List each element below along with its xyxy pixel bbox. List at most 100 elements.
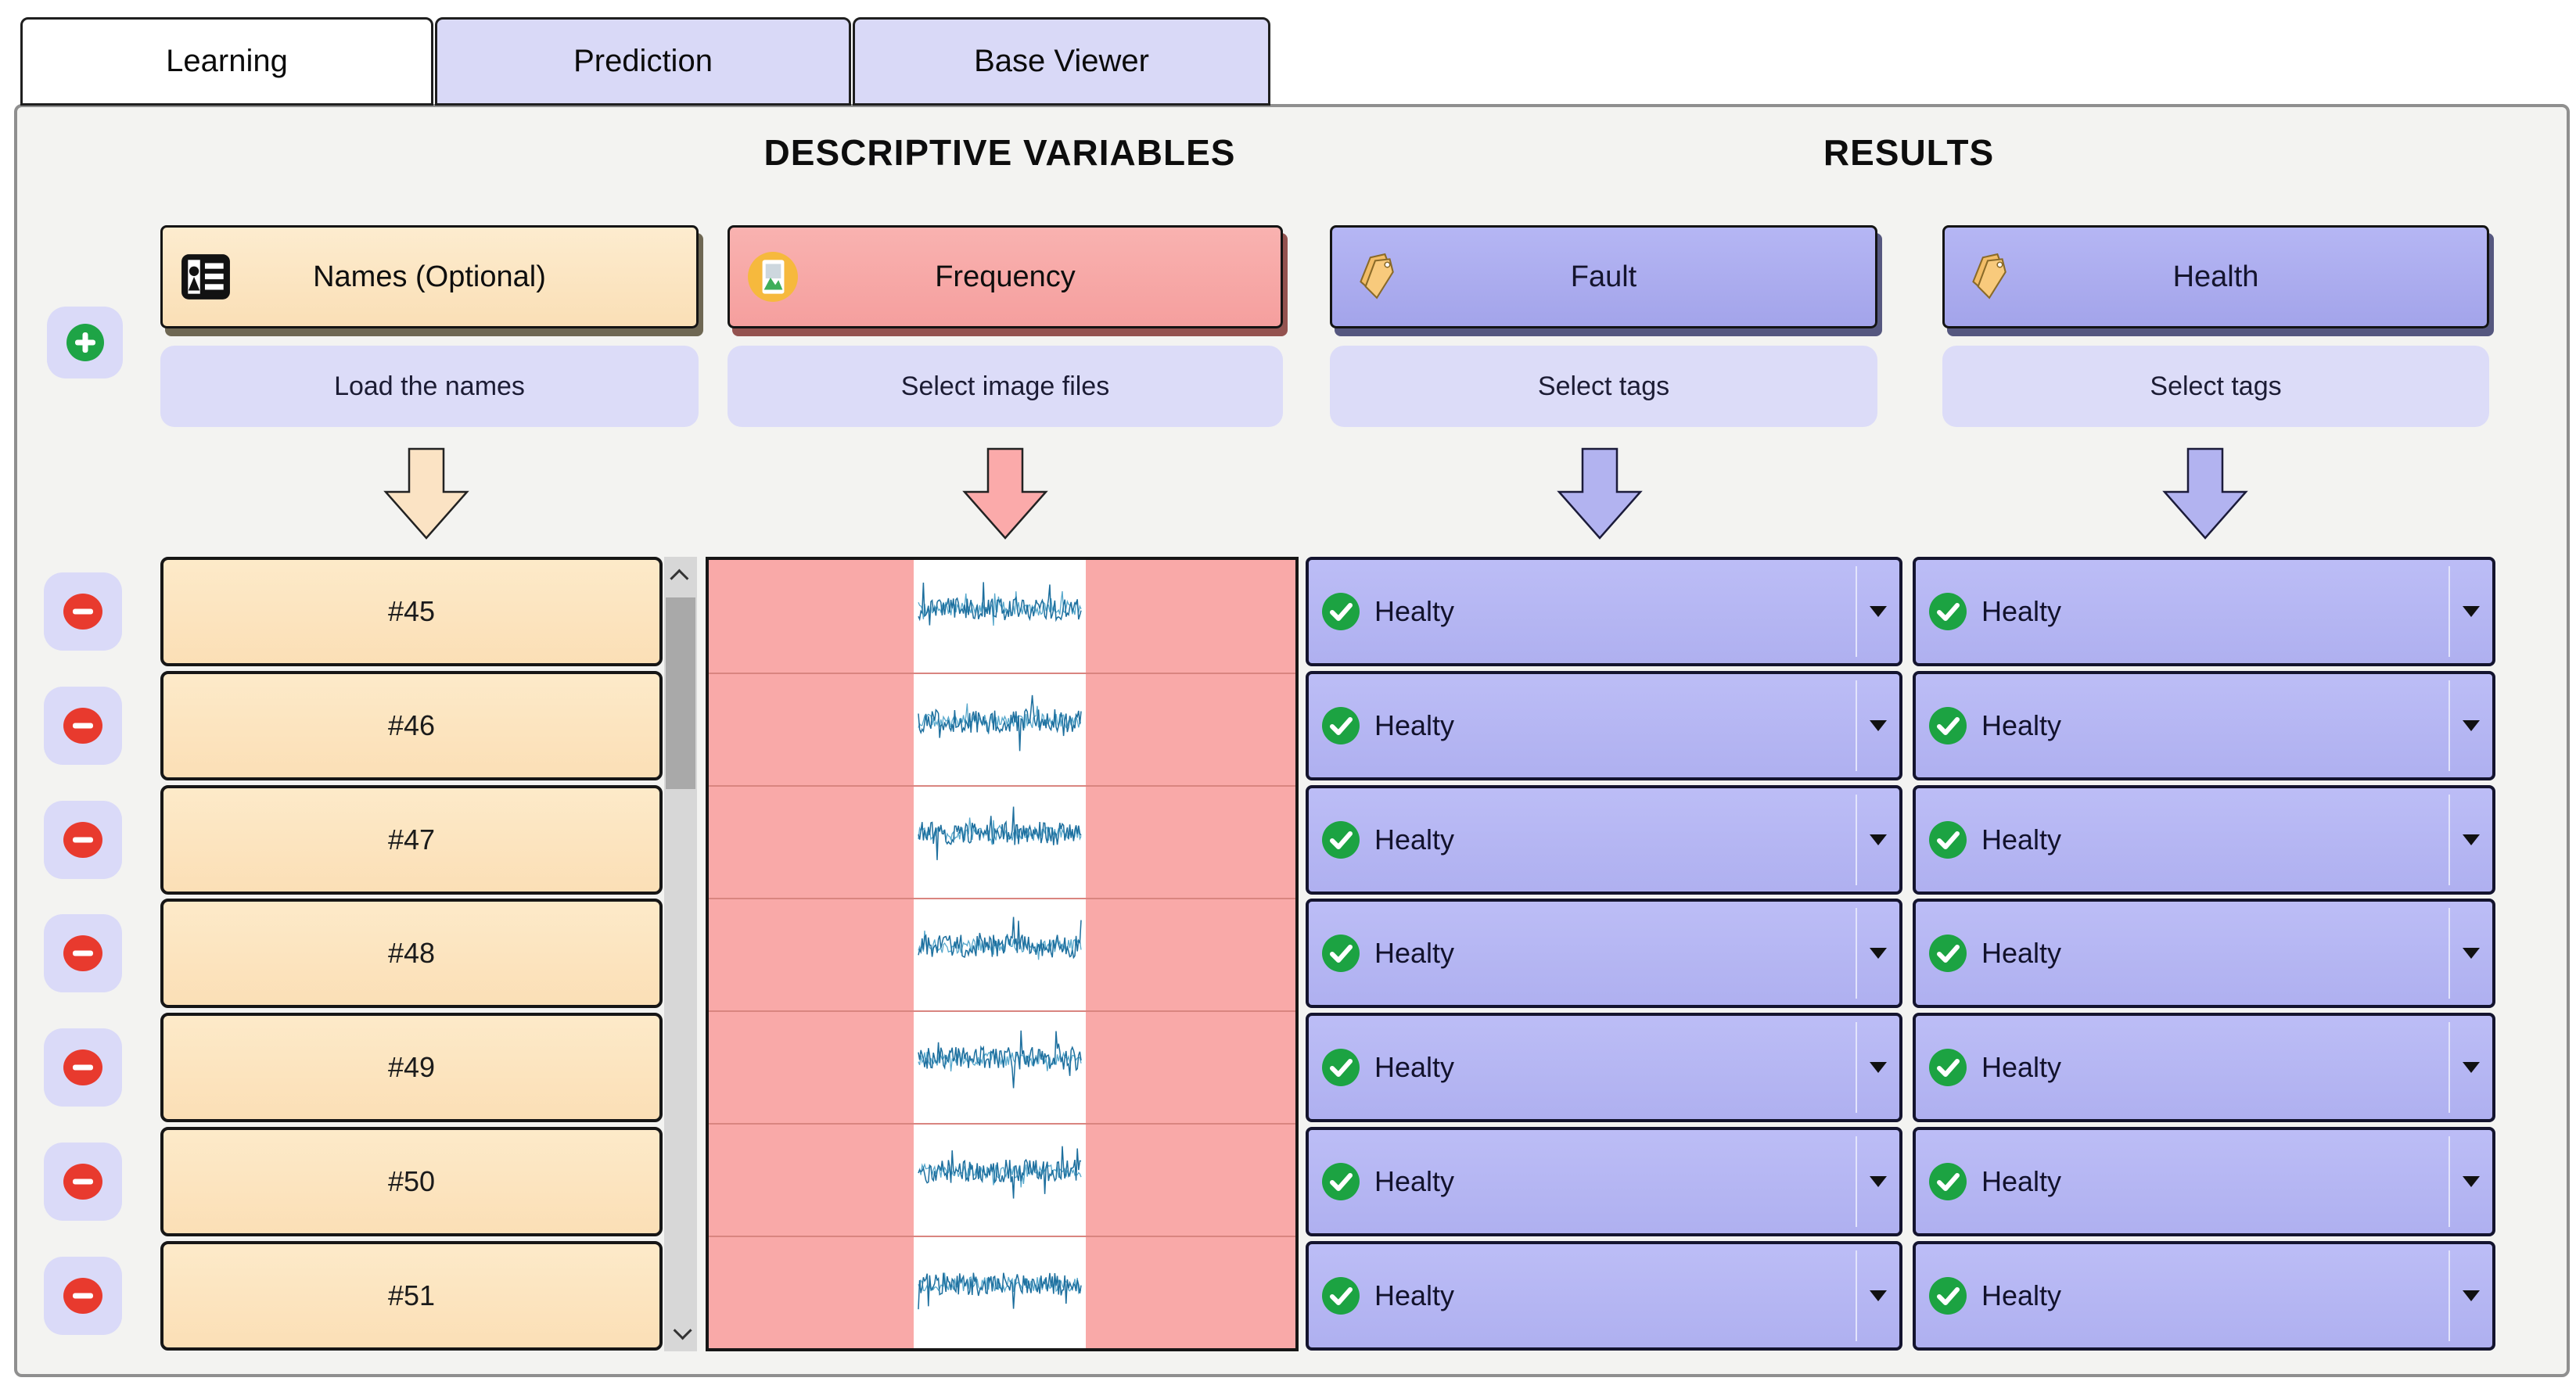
health-tag-dropdown[interactable]: Healty: [1913, 1013, 2495, 1122]
dropdown-separator: [2448, 566, 2450, 657]
fault-tag-dropdown[interactable]: Healty: [1306, 899, 1902, 1008]
caret-down-icon[interactable]: [1870, 606, 1887, 617]
fault-tag-value: Healty: [1374, 1165, 1455, 1197]
fault-tag-dropdown[interactable]: Healty: [1306, 671, 1902, 780]
caret-down-icon[interactable]: [2463, 720, 2480, 731]
remove-row-button[interactable]: [44, 1028, 122, 1107]
caret-down-icon[interactable]: [1870, 1290, 1887, 1301]
minus-icon: [63, 935, 102, 971]
list-item-name[interactable]: #47: [160, 785, 663, 895]
health-tag-value: Healty: [1981, 595, 2062, 627]
load-names-button[interactable]: Load the names: [160, 346, 699, 427]
header-label-names: Names (Optional): [313, 260, 546, 293]
row-separator: [709, 1236, 1295, 1237]
dropdown-separator: [2448, 795, 2450, 885]
list-item-name[interactable]: #45: [160, 557, 663, 666]
check-circle-icon: [1929, 1277, 1967, 1315]
section-title-results: RESULTS: [1823, 132, 1995, 173]
caret-down-icon[interactable]: [1870, 948, 1887, 959]
dropdown-separator: [1856, 1022, 1857, 1113]
header-label-frequency: Frequency: [935, 260, 1076, 293]
caret-down-icon[interactable]: [1870, 834, 1887, 845]
list-item-name[interactable]: #50: [160, 1127, 663, 1236]
caret-down-icon[interactable]: [2463, 834, 2480, 845]
remove-row-button[interactable]: [44, 1257, 122, 1335]
waveform-thumbnail: [918, 582, 1082, 626]
dropdown-separator: [2448, 1136, 2450, 1227]
tab-learning[interactable]: Learning: [20, 17, 433, 106]
fault-tag-dropdown[interactable]: Healty: [1306, 1241, 1902, 1351]
dropdown-separator: [1856, 1250, 1857, 1341]
remove-row-button[interactable]: [44, 572, 122, 651]
minus-icon: [63, 1164, 102, 1200]
fault-tag-dropdown[interactable]: Healty: [1306, 1127, 1902, 1236]
tab-base-viewer[interactable]: Base Viewer: [853, 17, 1270, 106]
health-tag-dropdown[interactable]: Healty: [1913, 1241, 2495, 1351]
check-circle-icon: [1929, 935, 1967, 972]
fault-tag-dropdown[interactable]: Healty: [1306, 1013, 1902, 1122]
caret-down-icon[interactable]: [1870, 720, 1887, 731]
remove-row-button[interactable]: [44, 1143, 122, 1221]
health-tag-value: Healty: [1981, 1165, 2062, 1197]
fault-tag-value: Healty: [1374, 823, 1455, 856]
chevron-up-icon[interactable]: [664, 558, 697, 594]
plus-icon: [66, 324, 104, 361]
health-tag-dropdown[interactable]: Healty: [1913, 1127, 2495, 1236]
select-health-tags-button[interactable]: Select tags: [1942, 346, 2489, 427]
check-circle-icon: [1322, 935, 1360, 972]
fault-tag-value: Healty: [1374, 937, 1455, 969]
fault-tag-value: Healty: [1374, 1279, 1455, 1311]
waveform-thumbnail: [918, 917, 1082, 960]
caret-down-icon[interactable]: [2463, 1176, 2480, 1187]
caret-down-icon[interactable]: [2463, 1290, 2480, 1301]
health-tag-dropdown[interactable]: Healty: [1913, 557, 2495, 666]
health-tag-dropdown[interactable]: Healty: [1913, 671, 2495, 780]
row-separator: [709, 673, 1295, 674]
remove-row-button[interactable]: [44, 687, 122, 765]
select-image-files-button[interactable]: Select image files: [728, 346, 1283, 427]
frequency-thumbnails-column[interactable]: [706, 557, 1299, 1351]
health-tag-dropdown[interactable]: Healty: [1913, 899, 2495, 1008]
check-circle-icon: [1929, 1049, 1967, 1086]
dropdown-separator: [2448, 908, 2450, 999]
list-item-name[interactable]: #48: [160, 899, 663, 1008]
frequency-column-header-button[interactable]: Frequency: [728, 225, 1283, 328]
waveform-thumbnail: [918, 1030, 1082, 1089]
minus-icon: [63, 822, 102, 858]
row-separator: [709, 1010, 1295, 1012]
remove-row-button[interactable]: [44, 801, 122, 879]
select-fault-tags-button[interactable]: Select tags: [1330, 346, 1877, 427]
caret-down-icon[interactable]: [2463, 948, 2480, 959]
dropdown-separator: [2448, 680, 2450, 771]
minus-icon: [63, 594, 102, 630]
minus-icon: [63, 1049, 102, 1085]
add-row-button[interactable]: [47, 307, 123, 378]
remove-row-button[interactable]: [44, 914, 122, 992]
caret-down-icon[interactable]: [1870, 1062, 1887, 1073]
fault-tag-dropdown[interactable]: Healty: [1306, 785, 1902, 895]
dropdown-separator: [2448, 1022, 2450, 1113]
names-column-header-button[interactable]: Names (Optional): [160, 225, 699, 328]
down-arrow-fault: [1557, 447, 1643, 540]
list-item-name[interactable]: #49: [160, 1013, 663, 1122]
caret-down-icon[interactable]: [2463, 606, 2480, 617]
check-circle-icon: [1929, 707, 1967, 744]
health-column-header-button[interactable]: Health: [1942, 225, 2489, 328]
health-tag-dropdown[interactable]: Healty: [1913, 785, 2495, 895]
check-circle-icon: [1929, 593, 1967, 630]
fault-tag-dropdown[interactable]: Healty: [1306, 557, 1902, 666]
tab-prediction[interactable]: Prediction: [435, 17, 851, 106]
caret-down-icon[interactable]: [2463, 1062, 2480, 1073]
dropdown-separator: [1856, 566, 1857, 657]
list-item-name[interactable]: #51: [160, 1241, 663, 1351]
names-scrollbar[interactable]: [664, 557, 697, 1351]
chevron-down-icon[interactable]: [664, 1314, 697, 1350]
fault-column-header-button[interactable]: Fault: [1330, 225, 1877, 328]
health-tag-value: Healty: [1981, 1279, 2062, 1311]
caret-down-icon[interactable]: [1870, 1176, 1887, 1187]
check-circle-icon: [1322, 1049, 1360, 1086]
row-separator: [709, 785, 1295, 787]
scrollbar-thumb[interactable]: [666, 597, 695, 789]
list-item-name[interactable]: #46: [160, 671, 663, 780]
